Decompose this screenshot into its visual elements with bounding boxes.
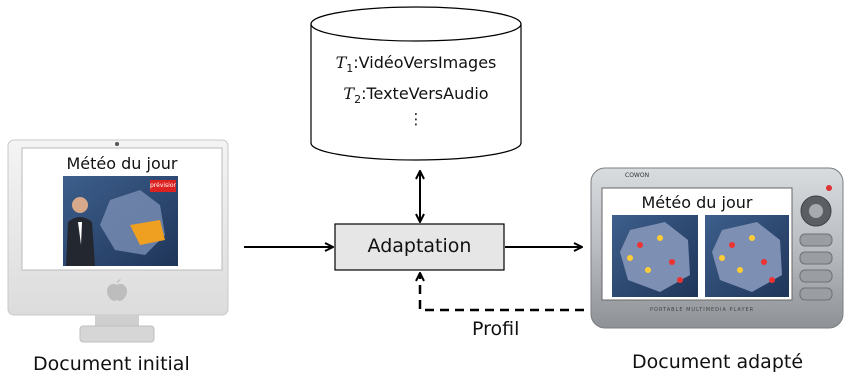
db-transformation-2: T2:TexteVersAudio [343,84,489,107]
adapted-document-caption: Document adapté [632,351,804,373]
db-transformation-1: T1:VidéoVersImages [335,53,497,76]
profile-dashed-arrow [420,273,584,312]
initial-document-caption: Document initial [33,353,190,375]
database-cylinder [310,6,522,161]
channel-badge [150,180,176,192]
profile-label: Profil [472,318,520,340]
channel-badge-text: prévisions 2 [150,182,176,189]
weather-map-left [612,215,698,297]
apple-logo-icon [107,279,127,301]
device-footer-label: PORTABLE MULTIMEDIA PLAYER [650,307,755,313]
device-brand-label: COWON [625,172,650,179]
adaptation-label: Adaptation [367,235,472,257]
db-ellipsis: ⋮ [408,110,424,128]
adapted-screen-title: Météo du jour [641,193,753,212]
weather-video-frame [63,176,178,266]
initial-screen-title: Météo du jour [66,154,178,173]
adaptation-box [334,223,505,271]
weather-map-right [705,215,789,297]
